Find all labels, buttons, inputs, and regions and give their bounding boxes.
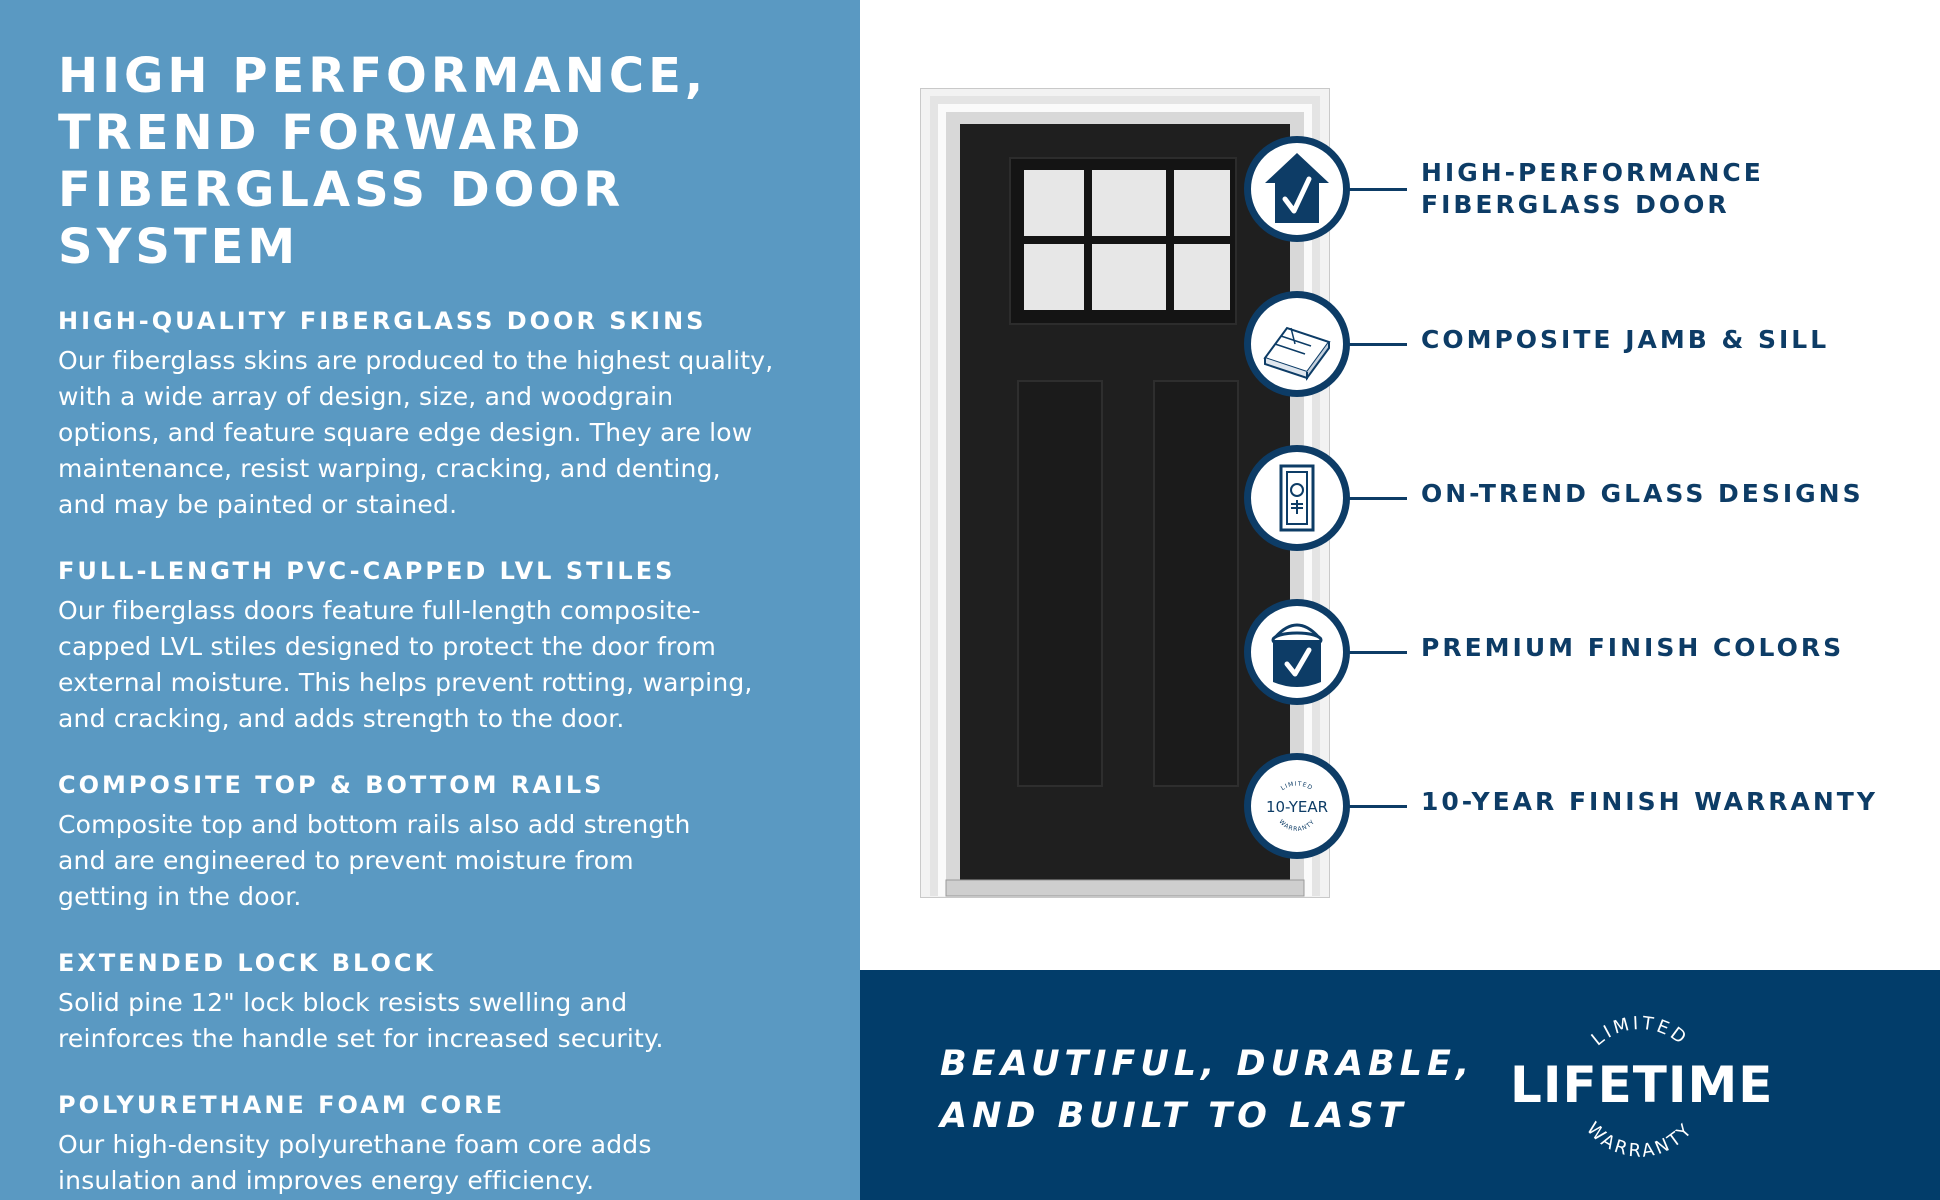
section-door-skins: HIGH-QUALITY FIBERGLASS DOOR SKINS Our f…	[58, 306, 820, 523]
section-heading: HIGH-QUALITY FIBERGLASS DOOR SKINS	[58, 307, 707, 335]
badge-center-text: LIFETIME	[1510, 1056, 1774, 1114]
jamb-sill-icon	[1263, 326, 1331, 382]
feature-label: COMPOSITE JAMB & SILL	[1421, 325, 1830, 354]
connector-line	[1349, 497, 1407, 500]
svg-text:WARRANTY: WARRANTY	[1277, 818, 1316, 833]
warranty-seal-icon: LIMITED 10-YEAR WARRANTY	[1266, 780, 1328, 833]
section-lock-block: EXTENDED LOCK BLOCK Solid pine 12" lock …	[58, 948, 820, 1057]
svg-text:WARRANTY: WARRANTY	[1582, 1118, 1698, 1162]
section-body: Solid pine 12" lock block resists swelli…	[58, 988, 664, 1053]
feature-label: PREMIUM FINISH COLORS	[1421, 633, 1845, 662]
section-heading: EXTENDED LOCK BLOCK	[58, 949, 437, 977]
paint-can-icon	[1271, 623, 1323, 687]
house-check-icon	[1265, 153, 1329, 223]
section-body: Composite top and bottom rails also add …	[58, 810, 691, 911]
footer-band: BEAUTIFUL, DURABLE, AND BUILT TO LAST LI…	[860, 970, 1940, 1200]
section-lvl-stiles: FULL-LENGTH PVC-CAPPED LVL STILES Our fi…	[58, 556, 820, 737]
connector-line	[1349, 188, 1407, 191]
seal-center-text: 10-YEAR	[1266, 798, 1328, 816]
feature-label: ON-TREND GLASS DESIGNS	[1421, 479, 1864, 508]
seal-arc-top: LIMITED	[1280, 780, 1313, 792]
connector-line	[1349, 343, 1407, 346]
section-heading: COMPOSITE TOP & BOTTOM RAILS	[58, 771, 605, 799]
feature-glass-designs: ON-TREND GLASS DESIGNS	[1245, 446, 1905, 550]
lifetime-warranty-badge: LIMITED WARRANTY LIFETIME	[1510, 1006, 1774, 1176]
connector-line	[1349, 805, 1407, 808]
info-panel: HIGH PERFORMANCE, TREND FORWARD FIBERGLA…	[0, 0, 860, 1200]
feature-label: 10-YEAR FINISH WARRANTY	[1421, 787, 1878, 816]
connector-line	[1349, 651, 1407, 654]
section-heading: FULL-LENGTH PVC-CAPPED LVL STILES	[58, 557, 676, 585]
feature-label: HIGH-PERFORMANCE FIBERGLASS DOOR	[1421, 158, 1764, 219]
badge-arc-text: LIMITED WARRANTY	[1582, 1013, 1698, 1162]
badge-arc-bottom: WARRANTY	[1582, 1118, 1695, 1162]
glass-panel-icon	[1279, 464, 1315, 532]
feature-jamb-sill: COMPOSITE JAMB & SILL	[1245, 292, 1905, 396]
feature-finish-colors: PREMIUM FINISH COLORS	[1245, 600, 1905, 704]
badge-arc-top: LIMITED	[1587, 1013, 1689, 1050]
svg-text:LIMITED: LIMITED	[1587, 1013, 1692, 1050]
seal-arc-bottom: WARRANTY	[1277, 818, 1315, 833]
section-body: Our high-density polyurethane foam core …	[58, 1130, 652, 1195]
section-body: Our fiberglass doors feature full-length…	[58, 596, 753, 733]
section-heading: POLYURETHANE FOAM CORE	[58, 1091, 506, 1119]
feature-fiberglass-door: HIGH-PERFORMANCE FIBERGLASS DOOR	[1245, 137, 1905, 241]
feature-finish-warranty: LIMITED 10-YEAR WARRANTY 10-YEAR FINISH …	[1245, 754, 1905, 858]
section-body: Our fiberglass skins are produced to the…	[58, 346, 774, 519]
section-foam-core: POLYURETHANE FOAM CORE Our high-density …	[58, 1090, 820, 1199]
tagline: BEAUTIFUL, DURABLE, AND BUILT TO LAST	[940, 1044, 1475, 1136]
section-rails: COMPOSITE TOP & BOTTOM RAILS Composite t…	[58, 770, 820, 915]
page-title: HIGH PERFORMANCE, TREND FORWARD FIBERGLA…	[58, 48, 708, 275]
svg-text:LIMITED: LIMITED	[1280, 780, 1314, 792]
